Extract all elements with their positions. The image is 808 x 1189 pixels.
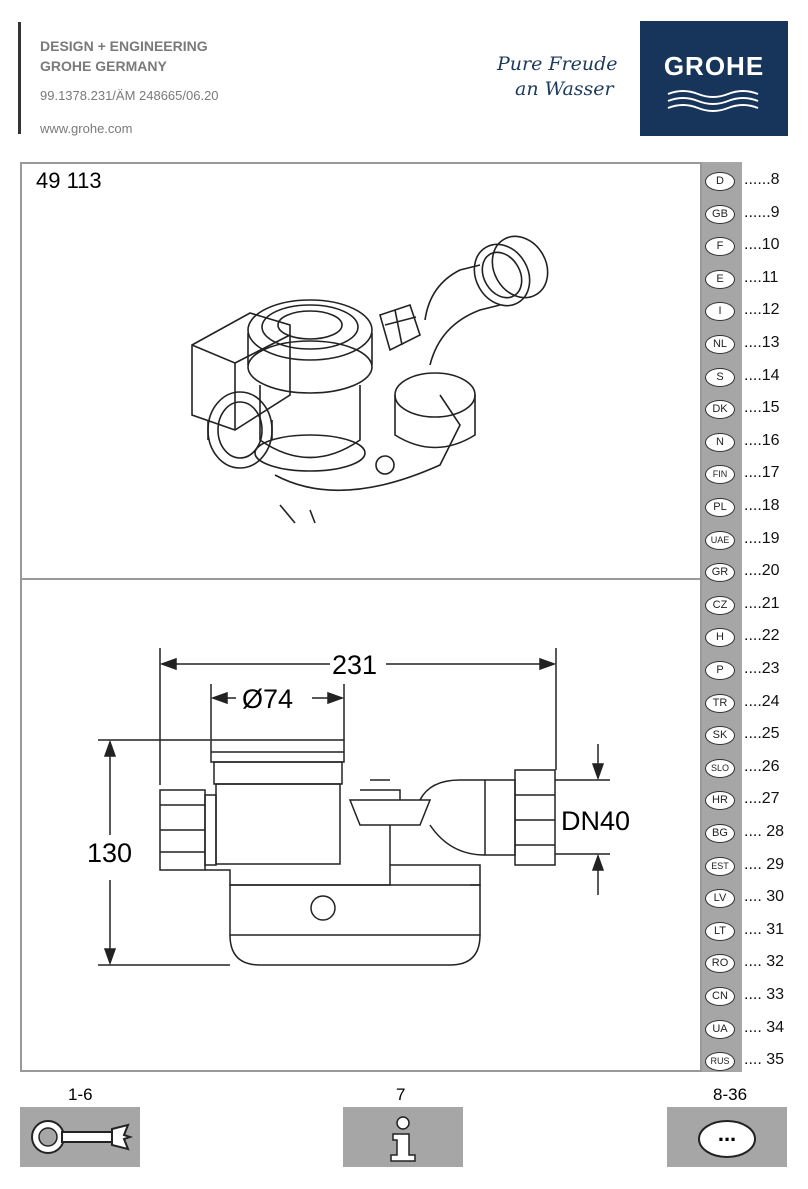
languages-section[interactable]: ... <box>667 1107 787 1167</box>
language-page: ....15 <box>744 399 780 417</box>
language-page: .... 28 <box>744 823 785 840</box>
language-badge: SLO <box>705 758 735 778</box>
language-page: ....19 <box>744 529 780 547</box>
language-badge: SK <box>705 726 735 746</box>
language-badge: P <box>705 661 735 680</box>
language-page: .... 31 <box>744 920 785 938</box>
section3-pages: 8-36 <box>713 1085 748 1104</box>
product-isometric-drawing <box>191 235 549 524</box>
language-page: ....24 <box>744 692 780 710</box>
language-badge: S <box>705 367 735 387</box>
header-line2: GROHE GERMANY <box>40 58 167 74</box>
language-badge: CN <box>705 987 735 1006</box>
language-badge: PL <box>705 498 735 517</box>
language-badge: I <box>705 302 735 322</box>
language-page: .... 32 <box>744 953 785 971</box>
frame-divider <box>20 578 702 580</box>
section2-pages: 7 <box>396 1085 406 1104</box>
language-badge: LT <box>705 921 735 941</box>
grohe-logo: GROHE <box>640 21 788 136</box>
language-page: ......8 <box>744 171 780 188</box>
language-badge: RO <box>705 954 735 974</box>
language-page: ....11 <box>744 268 779 286</box>
website: www.grohe.com <box>40 121 133 136</box>
language-page: ....18 <box>744 497 780 514</box>
language-page: ....22 <box>744 627 780 645</box>
language-page: .... 35 <box>744 1051 785 1069</box>
drawing-frame <box>20 162 702 1072</box>
header-line1: DESIGN + ENGINEERING <box>40 38 208 54</box>
language-page: ....10 <box>744 236 780 254</box>
language-page: ....12 <box>744 301 780 319</box>
language-badge: GB <box>705 204 735 224</box>
outlet-dimension: DN40 <box>561 806 631 836</box>
language-badge: BG <box>705 824 735 843</box>
more-icon <box>698 1120 756 1158</box>
language-badge: F <box>705 237 735 257</box>
language-page: ....20 <box>744 562 780 580</box>
diameter-dimension: Ø74 <box>242 684 294 714</box>
language-badge: GR <box>705 563 735 583</box>
info-icon <box>390 1116 416 1162</box>
wrench-icon <box>31 1120 134 1154</box>
wave-icon <box>667 90 759 112</box>
language-badge: UAE <box>705 530 735 550</box>
language-badge: E <box>705 269 735 289</box>
language-badge: FIN <box>705 465 735 485</box>
doc-number: 99.1378.231/ÄM 248665/06.20 <box>40 88 219 103</box>
language-badge: N <box>705 432 735 452</box>
language-badge: H <box>705 628 735 648</box>
dimension-drawing <box>98 648 610 966</box>
language-page: ....16 <box>744 431 780 449</box>
language-badge: DK <box>705 400 735 420</box>
language-badge: EST <box>705 856 735 876</box>
language-badge: RUS <box>705 1052 735 1072</box>
language-page: .... 30 <box>744 888 785 906</box>
language-page: ....26 <box>744 757 780 775</box>
header-rule <box>18 22 21 134</box>
brand-slogan: Pure Freude an Wasser <box>497 52 618 102</box>
language-page: ....14 <box>744 366 780 384</box>
width-dimension: 231 <box>332 650 378 680</box>
language-badge: TR <box>705 693 735 713</box>
language-page: .... 33 <box>744 986 785 1003</box>
language-badge: HR <box>705 791 735 811</box>
slogan-line2: an Wasser <box>515 78 614 100</box>
language-page: ....25 <box>744 725 780 743</box>
language-badge: CZ <box>705 595 735 615</box>
logo-text: GROHE <box>663 51 765 81</box>
language-badge: LV <box>705 889 735 909</box>
installation-section[interactable] <box>20 1107 140 1167</box>
slogan-line1: Pure Freude <box>497 53 618 75</box>
height-dimension: 130 <box>87 838 133 868</box>
language-page: .... 29 <box>744 855 785 873</box>
section1-pages: 1-6 <box>68 1085 93 1104</box>
language-badge: NL <box>705 335 735 354</box>
language-page: ......9 <box>744 203 780 221</box>
language-badge: D <box>705 172 735 191</box>
more-label: ... <box>717 1121 737 1146</box>
info-section[interactable] <box>343 1107 463 1167</box>
language-page: ....17 <box>744 464 780 482</box>
language-page: ....13 <box>744 334 780 351</box>
language-page: ....27 <box>744 790 780 808</box>
language-badge: UA <box>705 1019 735 1039</box>
language-page: ....23 <box>744 660 780 677</box>
language-page: ....21 <box>744 594 780 612</box>
model-number: 49 113 <box>36 168 102 193</box>
language-page: .... 34 <box>744 1018 785 1036</box>
